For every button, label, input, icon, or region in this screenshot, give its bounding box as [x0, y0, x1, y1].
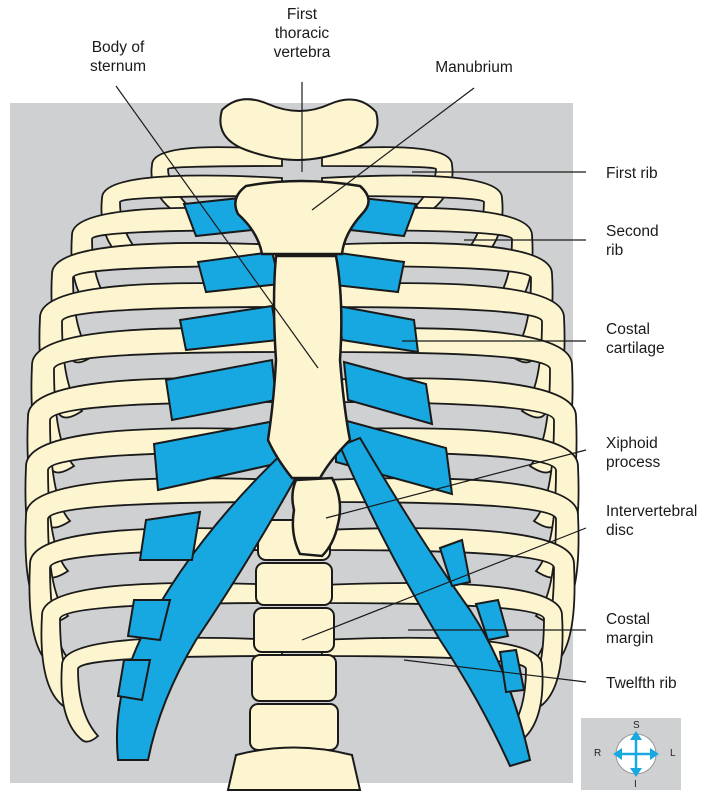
orientation-superior: S: [633, 720, 640, 731]
label-manubrium: Manubrium: [424, 58, 524, 77]
orientation-right: R: [594, 748, 601, 759]
body-of-sternum: [268, 256, 350, 478]
label-twelfth-rib: Twelfth rib: [606, 674, 677, 693]
orientation-inferior: I: [634, 779, 637, 790]
label-first-rib: First rib: [606, 164, 658, 183]
orientation-left: L: [670, 748, 676, 759]
